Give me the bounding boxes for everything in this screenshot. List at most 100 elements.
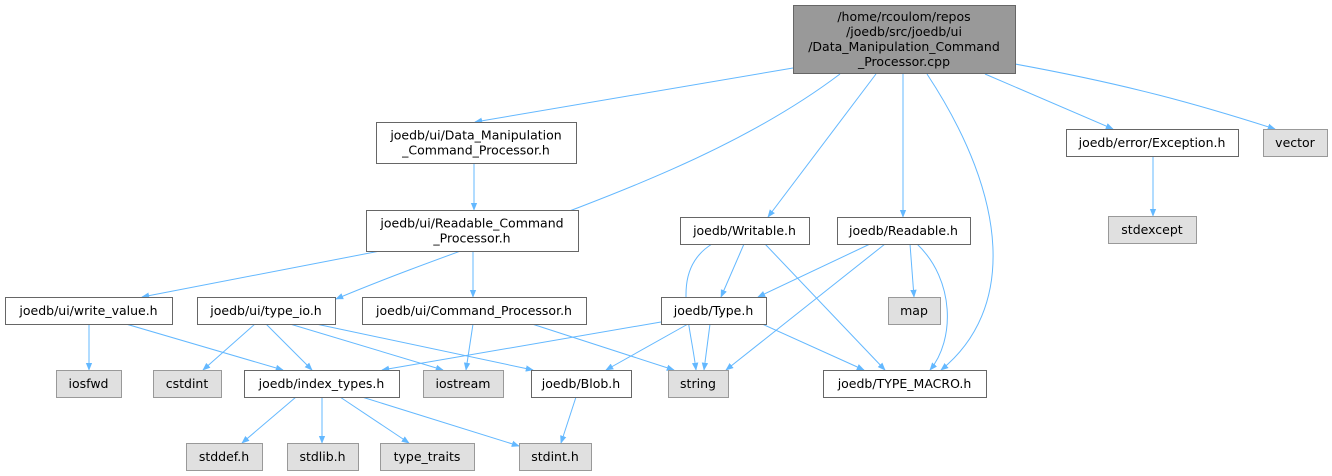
- edge-blob-h-to-stdint-h: [560, 396, 577, 444]
- node-cstdint: cstdint: [153, 370, 222, 398]
- edge-readable-cmd-h-to-write-value-h: [141, 250, 381, 299]
- node-stdlib-h: stdlib.h: [287, 443, 359, 471]
- node-label-line: joedb/ui/type_io.h: [209, 303, 321, 318]
- node-blob-h[interactable]: joedb/Blob.h: [531, 370, 632, 398]
- node-box: [1066, 129, 1239, 157]
- node-box: [668, 370, 729, 398]
- node-readable-cmd-h[interactable]: joedb/ui/Readable_Command_Processor.h: [366, 210, 579, 252]
- edge-index-types-h-to-stdint-h: [361, 396, 520, 447]
- node-label-line: joedb/Writable.h: [692, 223, 796, 238]
- node-label-line: /joedb/src/joedb/ui: [846, 24, 962, 39]
- node-writable-h[interactable]: joedb/Writable.h: [680, 217, 810, 245]
- edge-type-io-h-to-iostream: [289, 323, 444, 371]
- node-box: [376, 122, 577, 164]
- node-box: [1108, 216, 1197, 244]
- node-label-line: joedb/Type.h: [673, 303, 754, 318]
- node-label-line: _Processor.h: [432, 231, 510, 246]
- node-box: [153, 370, 222, 398]
- edge-write-value-h-to-index-types-h: [125, 323, 284, 372]
- node-label-line: iosfwd: [69, 376, 109, 391]
- edge-root-to-writable-h: [767, 73, 877, 218]
- node-box: [888, 297, 941, 325]
- node-label-line: vector: [1275, 135, 1316, 150]
- node-vector: vector: [1263, 129, 1328, 157]
- node-iosfwd: iosfwd: [56, 370, 122, 398]
- node-box: [1263, 129, 1328, 157]
- edge-type-io-h-to-cstdint: [202, 323, 256, 371]
- node-type-h[interactable]: joedb/Type.h: [661, 297, 767, 325]
- edge-index-types-h-to-type-traits: [339, 396, 410, 444]
- node-label-line: joedb/Blob.h: [541, 376, 620, 391]
- node-label-line: /Data_Manipulation_Command: [808, 39, 1000, 54]
- node-box: [823, 370, 987, 398]
- node-string: string: [668, 370, 729, 398]
- edge-readable-h-to-string: [725, 243, 886, 371]
- node-box: [661, 297, 767, 325]
- node-stdint-h: stdint.h: [519, 443, 592, 471]
- node-label-line: iostream: [436, 376, 491, 391]
- node-box: [423, 370, 504, 398]
- node-label-line: stddef.h: [199, 449, 249, 464]
- node-label-line: joedb/ui/write_value.h: [18, 303, 157, 318]
- node-stddef-h: stddef.h: [186, 443, 263, 471]
- edge-type-io-h-to-blob-h: [315, 323, 534, 372]
- node-label-line: /home/rcoulom/repos: [837, 9, 970, 24]
- node-command-processor-h[interactable]: joedb/ui/Command_Processor.h: [362, 297, 587, 325]
- nodes-layer: /home/rcoulom/repos/joedb/src/joedb/ui/D…: [5, 5, 1328, 471]
- node-type-traits: type_traits: [380, 443, 475, 471]
- edge-type-h-to-string: [701, 323, 711, 371]
- node-box: [56, 370, 122, 398]
- node-label-line: joedb/TYPE_MACRO.h: [837, 376, 972, 391]
- node-box: [287, 443, 359, 471]
- edge-readable-h-to-map: [909, 243, 917, 298]
- edge-index-types-h-to-stddef-h: [241, 396, 297, 444]
- edge-type-io-h-to-index-types-h: [265, 323, 313, 371]
- edge-writable-h-to-type-h: [720, 243, 745, 298]
- node-index-types-h[interactable]: joedb/index_types.h: [244, 370, 400, 398]
- node-box: [793, 5, 1016, 74]
- node-label-line: stdexcept: [1121, 222, 1182, 237]
- node-exception-h[interactable]: joedb/error/Exception.h: [1066, 129, 1239, 157]
- node-write-value-h[interactable]: joedb/ui/write_value.h: [5, 297, 173, 325]
- node-label-line: type_traits: [394, 449, 461, 464]
- node-label-line: _Processor.cpp: [857, 54, 950, 69]
- node-box: [519, 443, 592, 471]
- node-label-line: joedb/ui/Readable_Command: [379, 216, 563, 231]
- edge-type-h-to-blob-h: [605, 323, 689, 371]
- node-box: [680, 217, 810, 245]
- node-label-line: _Command_Processor.h: [401, 143, 550, 158]
- node-label-line: cstdint: [166, 376, 209, 391]
- edge-type-h-to-type-macro-h: [761, 323, 865, 371]
- node-box: [362, 297, 587, 325]
- edge-readable-h-to-type-macro-h: [916, 243, 948, 371]
- node-map: map: [888, 297, 941, 325]
- node-box: [186, 443, 263, 471]
- node-root[interactable]: /home/rcoulom/repos/joedb/src/joedb/ui/D…: [793, 5, 1016, 74]
- node-box: [531, 370, 632, 398]
- edge-writable-h-to-type-macro-h: [764, 243, 886, 371]
- node-label-line: joedb/ui/Command_Processor.h: [375, 303, 572, 318]
- node-label-line: joedb/index_types.h: [258, 376, 385, 391]
- edge-root-to-dm-cmd-h: [474, 67, 794, 124]
- edge-readable-h-to-type-h: [757, 243, 871, 298]
- node-label-line: string: [680, 376, 716, 391]
- edge-type-h-to-index-types-h: [381, 321, 662, 372]
- node-box: [197, 297, 336, 325]
- node-iostream: iostream: [423, 370, 504, 398]
- node-box: [244, 370, 400, 398]
- node-label-line: joedb/error/Exception.h: [1078, 135, 1226, 150]
- edge-root-to-vector: [1014, 63, 1276, 130]
- node-box: [366, 210, 579, 252]
- node-box: [5, 297, 173, 325]
- edge-root-to-type-macro-h: [926, 73, 994, 371]
- node-label-line: stdint.h: [531, 449, 579, 464]
- node-dm-cmd-h[interactable]: joedb/ui/Data_Manipulation_Command_Proce…: [376, 122, 577, 164]
- node-type-macro-h[interactable]: joedb/TYPE_MACRO.h: [823, 370, 987, 398]
- node-type-io-h[interactable]: joedb/ui/type_io.h: [197, 297, 336, 325]
- edge-command-processor-h-to-iostream: [463, 323, 474, 371]
- node-box: [380, 443, 475, 471]
- node-box: [837, 217, 971, 245]
- node-readable-h[interactable]: joedb/Readable.h: [837, 217, 971, 245]
- node-stdexcept: stdexcept: [1108, 216, 1197, 244]
